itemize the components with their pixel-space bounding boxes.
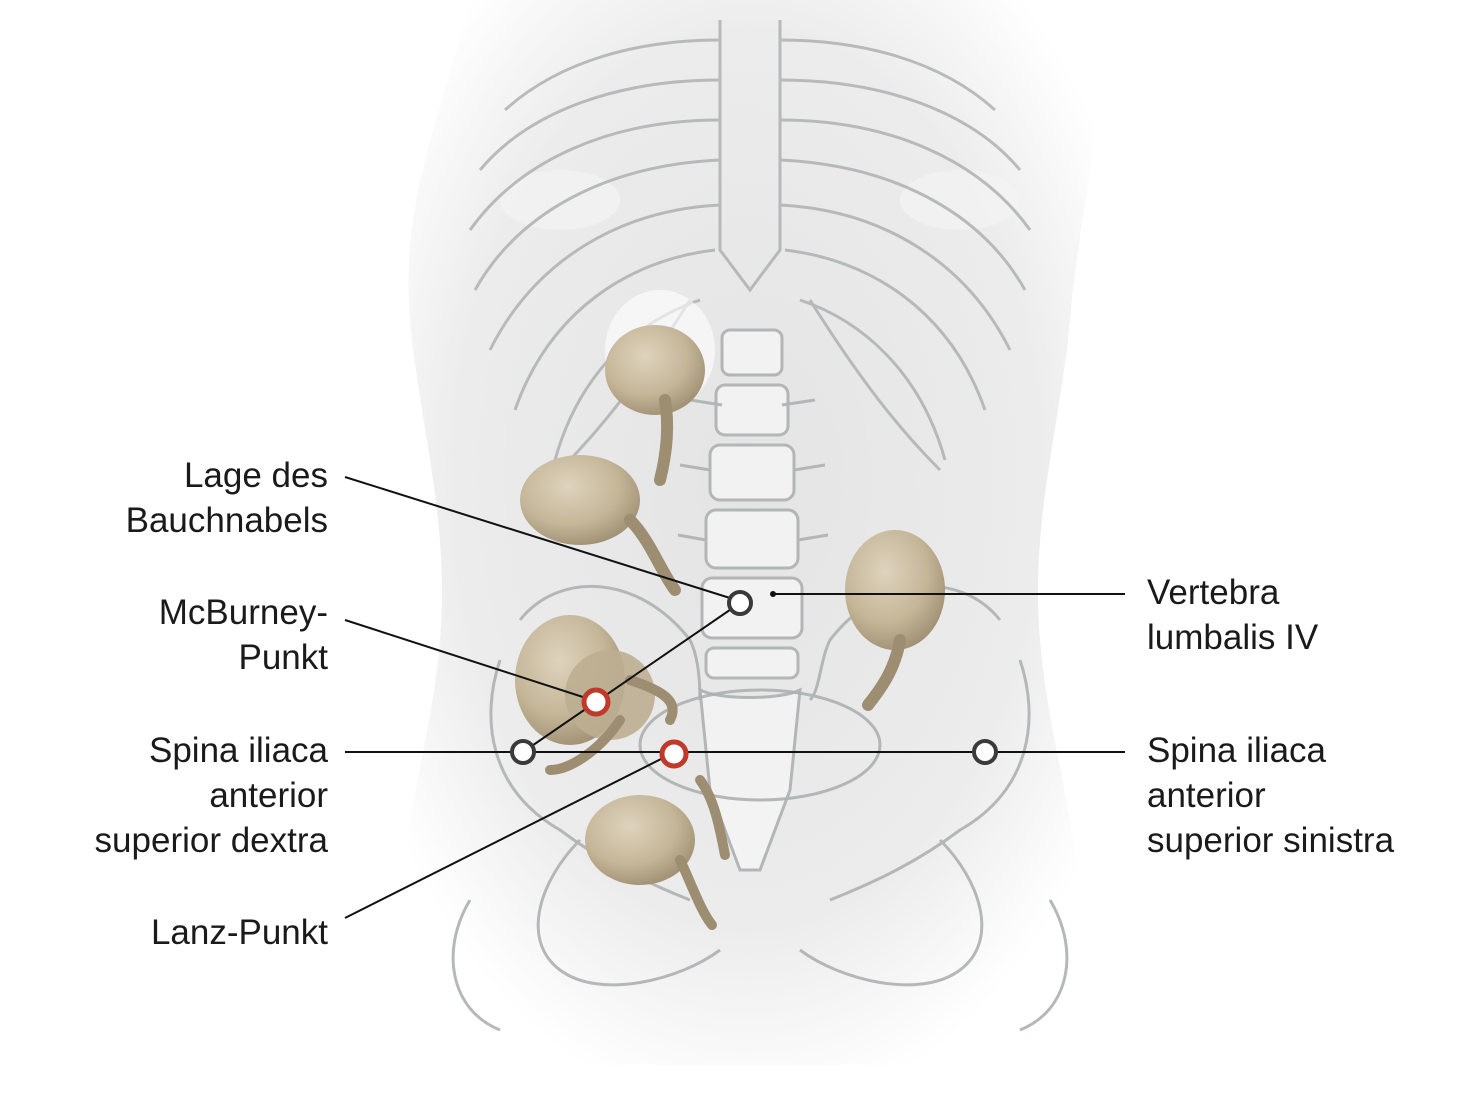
lanz-marker-icon [659,739,689,769]
leader-lines [344,476,1125,919]
landmark-lines [522,602,985,753]
leader-mcburney [344,619,587,699]
appendix-variants [515,290,945,930]
label-umbilicus: Lage des Bauchnabels [126,453,328,543]
asis-sinistra-marker-icon [972,739,998,765]
asis-dextra-marker-icon [510,739,536,765]
caecum-variant-3 [845,530,945,711]
label-asis-sinistra-line2: anterior [1147,776,1266,815]
monro-line [522,602,741,753]
label-vertebra-line1: Vertebra [1147,573,1280,612]
caecum-variant-4 [585,775,730,930]
label-vertebra-line2: lumbalis IV [1147,618,1319,657]
label-lanz: Lanz-Punkt [151,910,328,955]
label-asis-sinistra: Spina iliaca anterior superior sinistra [1147,728,1394,863]
label-umbilicus-line1: Lage des [183,456,328,495]
vertebra-marker-icon [770,591,776,597]
caecum-variant-1 [605,290,715,486]
label-lanz-line1: Lanz-Punkt [150,913,328,952]
lumbar-spine [677,328,829,872]
label-mcburney-line2: Punkt [238,638,329,677]
caecum-variant-2 [520,455,681,596]
umbilicus-marker-icon [727,590,753,616]
mcburney-marker-icon [581,687,611,717]
label-vertebra: Vertebra lumbalis IV [1147,570,1318,660]
label-umbilicus-line2: Bauchnabels [125,501,328,540]
label-asis-sinistra-line1: Spina iliaca [1147,731,1326,770]
leader-umbilicus [344,476,731,599]
label-asis-dextra-line2: anterior [209,776,328,815]
label-mcburney: McBurney- Punkt [159,590,328,680]
label-mcburney-line1: McBurney- [158,593,328,632]
markers [510,590,998,769]
label-asis-dextra-line1: Spina iliaca [149,731,328,770]
label-asis-dextra-line3: superior dextra [94,821,328,860]
label-asis-sinistra-line3: superior sinistra [1147,821,1395,860]
label-asis-dextra: Spina iliaca anterior superior dextra [95,728,328,863]
leader-lanz [344,756,666,919]
